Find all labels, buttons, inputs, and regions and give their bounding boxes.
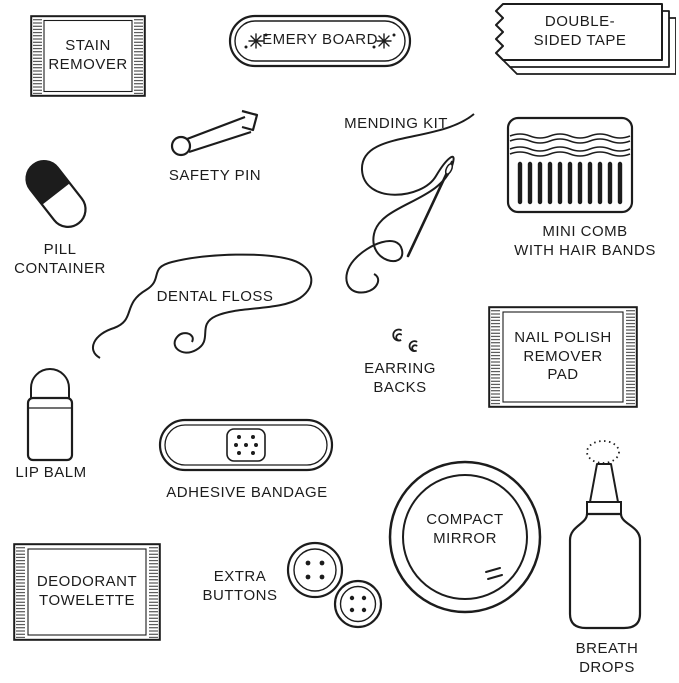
lip-balm-label: LIP BALM [15, 463, 87, 481]
safety-pin-label: SAFETY PIN [168, 166, 262, 184]
safety-pin-icon [170, 109, 259, 157]
pill-container-icon [25, 160, 87, 228]
nail-polish-pad-packet-icon [488, 306, 638, 408]
button-icon [333, 579, 383, 629]
extra-buttons-label: EXTRA BUTTONS [202, 568, 278, 604]
button-icon [286, 541, 344, 599]
double-sided-tape-icon [495, 3, 676, 75]
compact-mirror-label: COMPACT MIRROR [426, 511, 504, 547]
dental-floss-label: DENTAL FLOSS [156, 287, 274, 305]
adhesive-bandage-icon [158, 418, 334, 472]
breath-drops-label: BREATH DROPS [575, 640, 639, 676]
compact-mirror-icon [388, 460, 542, 614]
stain-remover-packet-icon [30, 15, 146, 97]
bandage-pad-dots-icon [234, 435, 258, 455]
adhesive-bandage-label: ADHESIVE BANDAGE [166, 483, 328, 501]
hair-band-icon [509, 133, 631, 157]
nail-polish-pad-label: NAIL POLISH REMOVER PAD [514, 328, 612, 384]
dental-floss-icon [92, 253, 313, 359]
double-sided-tape-label: DOUBLE- SIDED TAPE [533, 13, 627, 49]
lip-balm-icon [26, 368, 74, 462]
comb-teeth-icon [517, 161, 623, 205]
mending-kit-label: MENDING KIT [344, 114, 448, 132]
emery-board-icon [228, 14, 412, 68]
mini-comb-label: MINI COMB WITH HAIR BANDS [514, 223, 656, 259]
emery-board-label: EMERY BOARD [262, 31, 378, 49]
deodorant-towelette-packet-icon [13, 543, 161, 641]
pill-container-label: PILL CONTAINER [14, 241, 106, 277]
mini-comb-icon [506, 116, 634, 214]
earring-backs-icon [392, 328, 418, 352]
stain-remover-label: STAIN REMOVER [48, 36, 128, 73]
sparkle-icon [244, 33, 268, 49]
sparkle-icon [372, 33, 396, 49]
breath-drops-bottle-icon [568, 440, 642, 630]
deodorant-towelette-label: DEODORANT TOWELETTE [36, 573, 138, 609]
mending-kit-needle-thread-icon [345, 113, 475, 294]
extra-buttons-icon [286, 541, 383, 629]
mirror-glint-icon [485, 567, 503, 580]
earring-backs-label: EARRING BACKS [364, 360, 436, 396]
spray-dots-icon [586, 440, 620, 464]
